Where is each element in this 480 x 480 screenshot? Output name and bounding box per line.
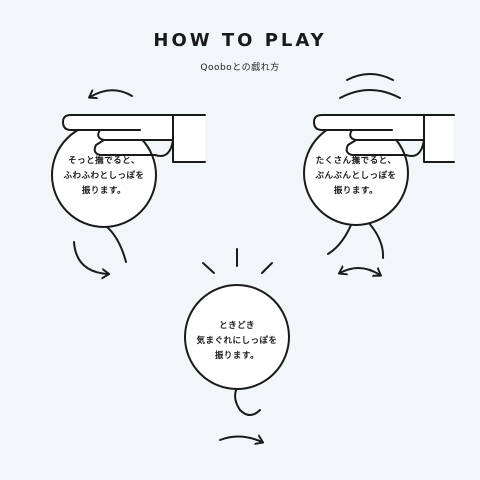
caption-line: 振ります。	[214, 351, 260, 361]
stroke-motion-wave-icon	[339, 89, 401, 99]
caption-line: ぶんぶんとしっぽを	[315, 171, 397, 181]
caption-line: たくさん撫でると、	[315, 156, 397, 166]
hand-icon	[62, 114, 206, 163]
panel-random-wag	[184, 248, 290, 442]
caption-line: ふわふわとしっぽを	[63, 171, 145, 181]
sparkle-line-icon	[261, 262, 273, 274]
step-caption-3: ときどき 気まぐれにしっぽを 振ります。	[187, 319, 287, 364]
caption-line: 振ります。	[81, 186, 127, 196]
stroke-motion-arrow-icon	[90, 90, 133, 97]
step-caption-2: たくさん撫でると、 ぶんぶんとしっぽを 振ります。	[306, 154, 406, 199]
sparkle-line-icon	[202, 262, 215, 274]
stroke-motion-wave-icon	[346, 73, 394, 81]
tail-icon	[234, 387, 261, 416]
step-caption-1: そっと撫でると、 ふわふわとしっぽを 振ります。	[54, 154, 154, 199]
tail-motion-arrow-icon	[73, 241, 108, 274]
caption-line: そっと撫でると、	[68, 156, 140, 166]
caption-line: ときどき	[219, 321, 255, 331]
hand-icon	[313, 114, 455, 163]
page-subtitle: Qooboとの戯れ方	[200, 63, 280, 73]
caption-line: 気まぐれにしっぽを	[196, 336, 278, 346]
qoobo-body-icon	[184, 284, 290, 390]
tail-motion-arrow-icon	[219, 436, 262, 442]
tail-icon	[367, 221, 385, 259]
tail-icon	[99, 221, 127, 263]
panel-gentle-stroke	[51, 90, 206, 274]
caption-line: 振ります。	[333, 186, 379, 196]
panel-vigorous-stroke	[303, 73, 455, 275]
page-title: HOW TO PLAY	[153, 30, 327, 51]
tail-swing-arrow-icon	[340, 268, 380, 275]
